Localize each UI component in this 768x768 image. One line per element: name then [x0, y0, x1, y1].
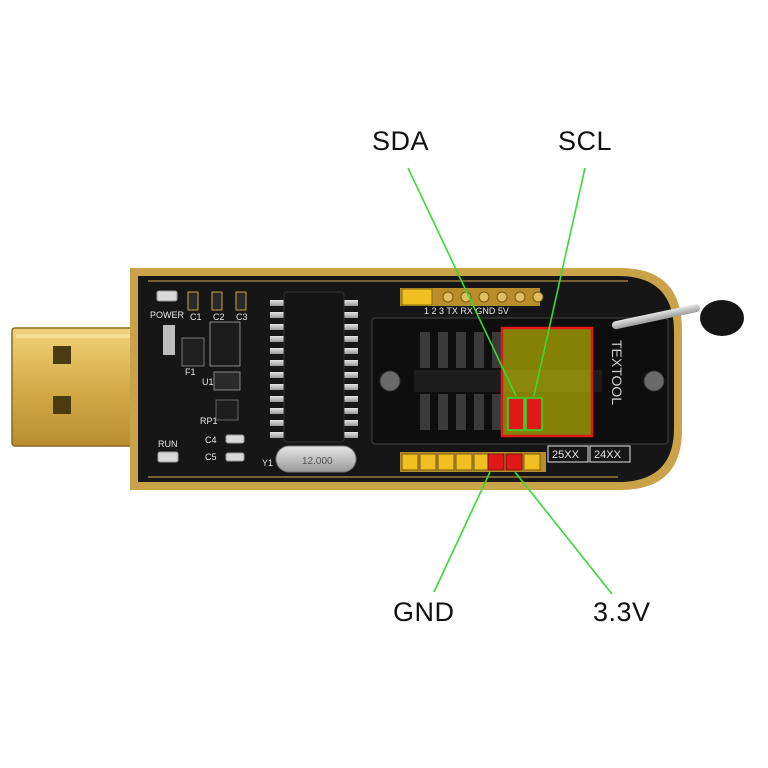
leader-lines	[407, 167, 613, 595]
silk-f1: F1	[185, 367, 196, 377]
silk-jumper-labels: 1 2 3 TX RX GND 5V	[424, 306, 509, 316]
silk-c2: C2	[213, 312, 225, 322]
bus-labels: 25XX 24XX	[547, 445, 631, 463]
silk-u1: U1	[202, 377, 214, 387]
silk-y1: Y1	[262, 458, 273, 468]
silk-power: POWER	[150, 310, 185, 320]
ch341-chip	[270, 291, 358, 443]
smd-components	[156, 290, 247, 463]
socket-brand: TEXTOOL	[609, 340, 625, 405]
silk-c3: C3	[236, 312, 248, 322]
pin-highlight	[500, 326, 594, 438]
silk-rp1: RP1	[200, 416, 218, 426]
vcc-3v3-label: 3.3V	[593, 597, 651, 627]
silk-c5: C5	[205, 452, 217, 462]
crystal-oscillator: 12.000	[275, 445, 357, 473]
silk-24xx: 24XX	[594, 449, 622, 461]
bottom-header	[400, 452, 546, 472]
scl-label: SCL	[558, 126, 613, 156]
crystal-label: 12.000	[302, 456, 333, 467]
jumper-header	[400, 288, 544, 306]
sda-label: SDA	[372, 126, 430, 156]
silk-run: RUN	[158, 439, 178, 449]
gnd-label: GND	[393, 597, 455, 627]
silk-c4: C4	[205, 435, 217, 445]
silk-25xx: 25XX	[552, 449, 580, 461]
silk-c1: C1	[190, 312, 202, 322]
